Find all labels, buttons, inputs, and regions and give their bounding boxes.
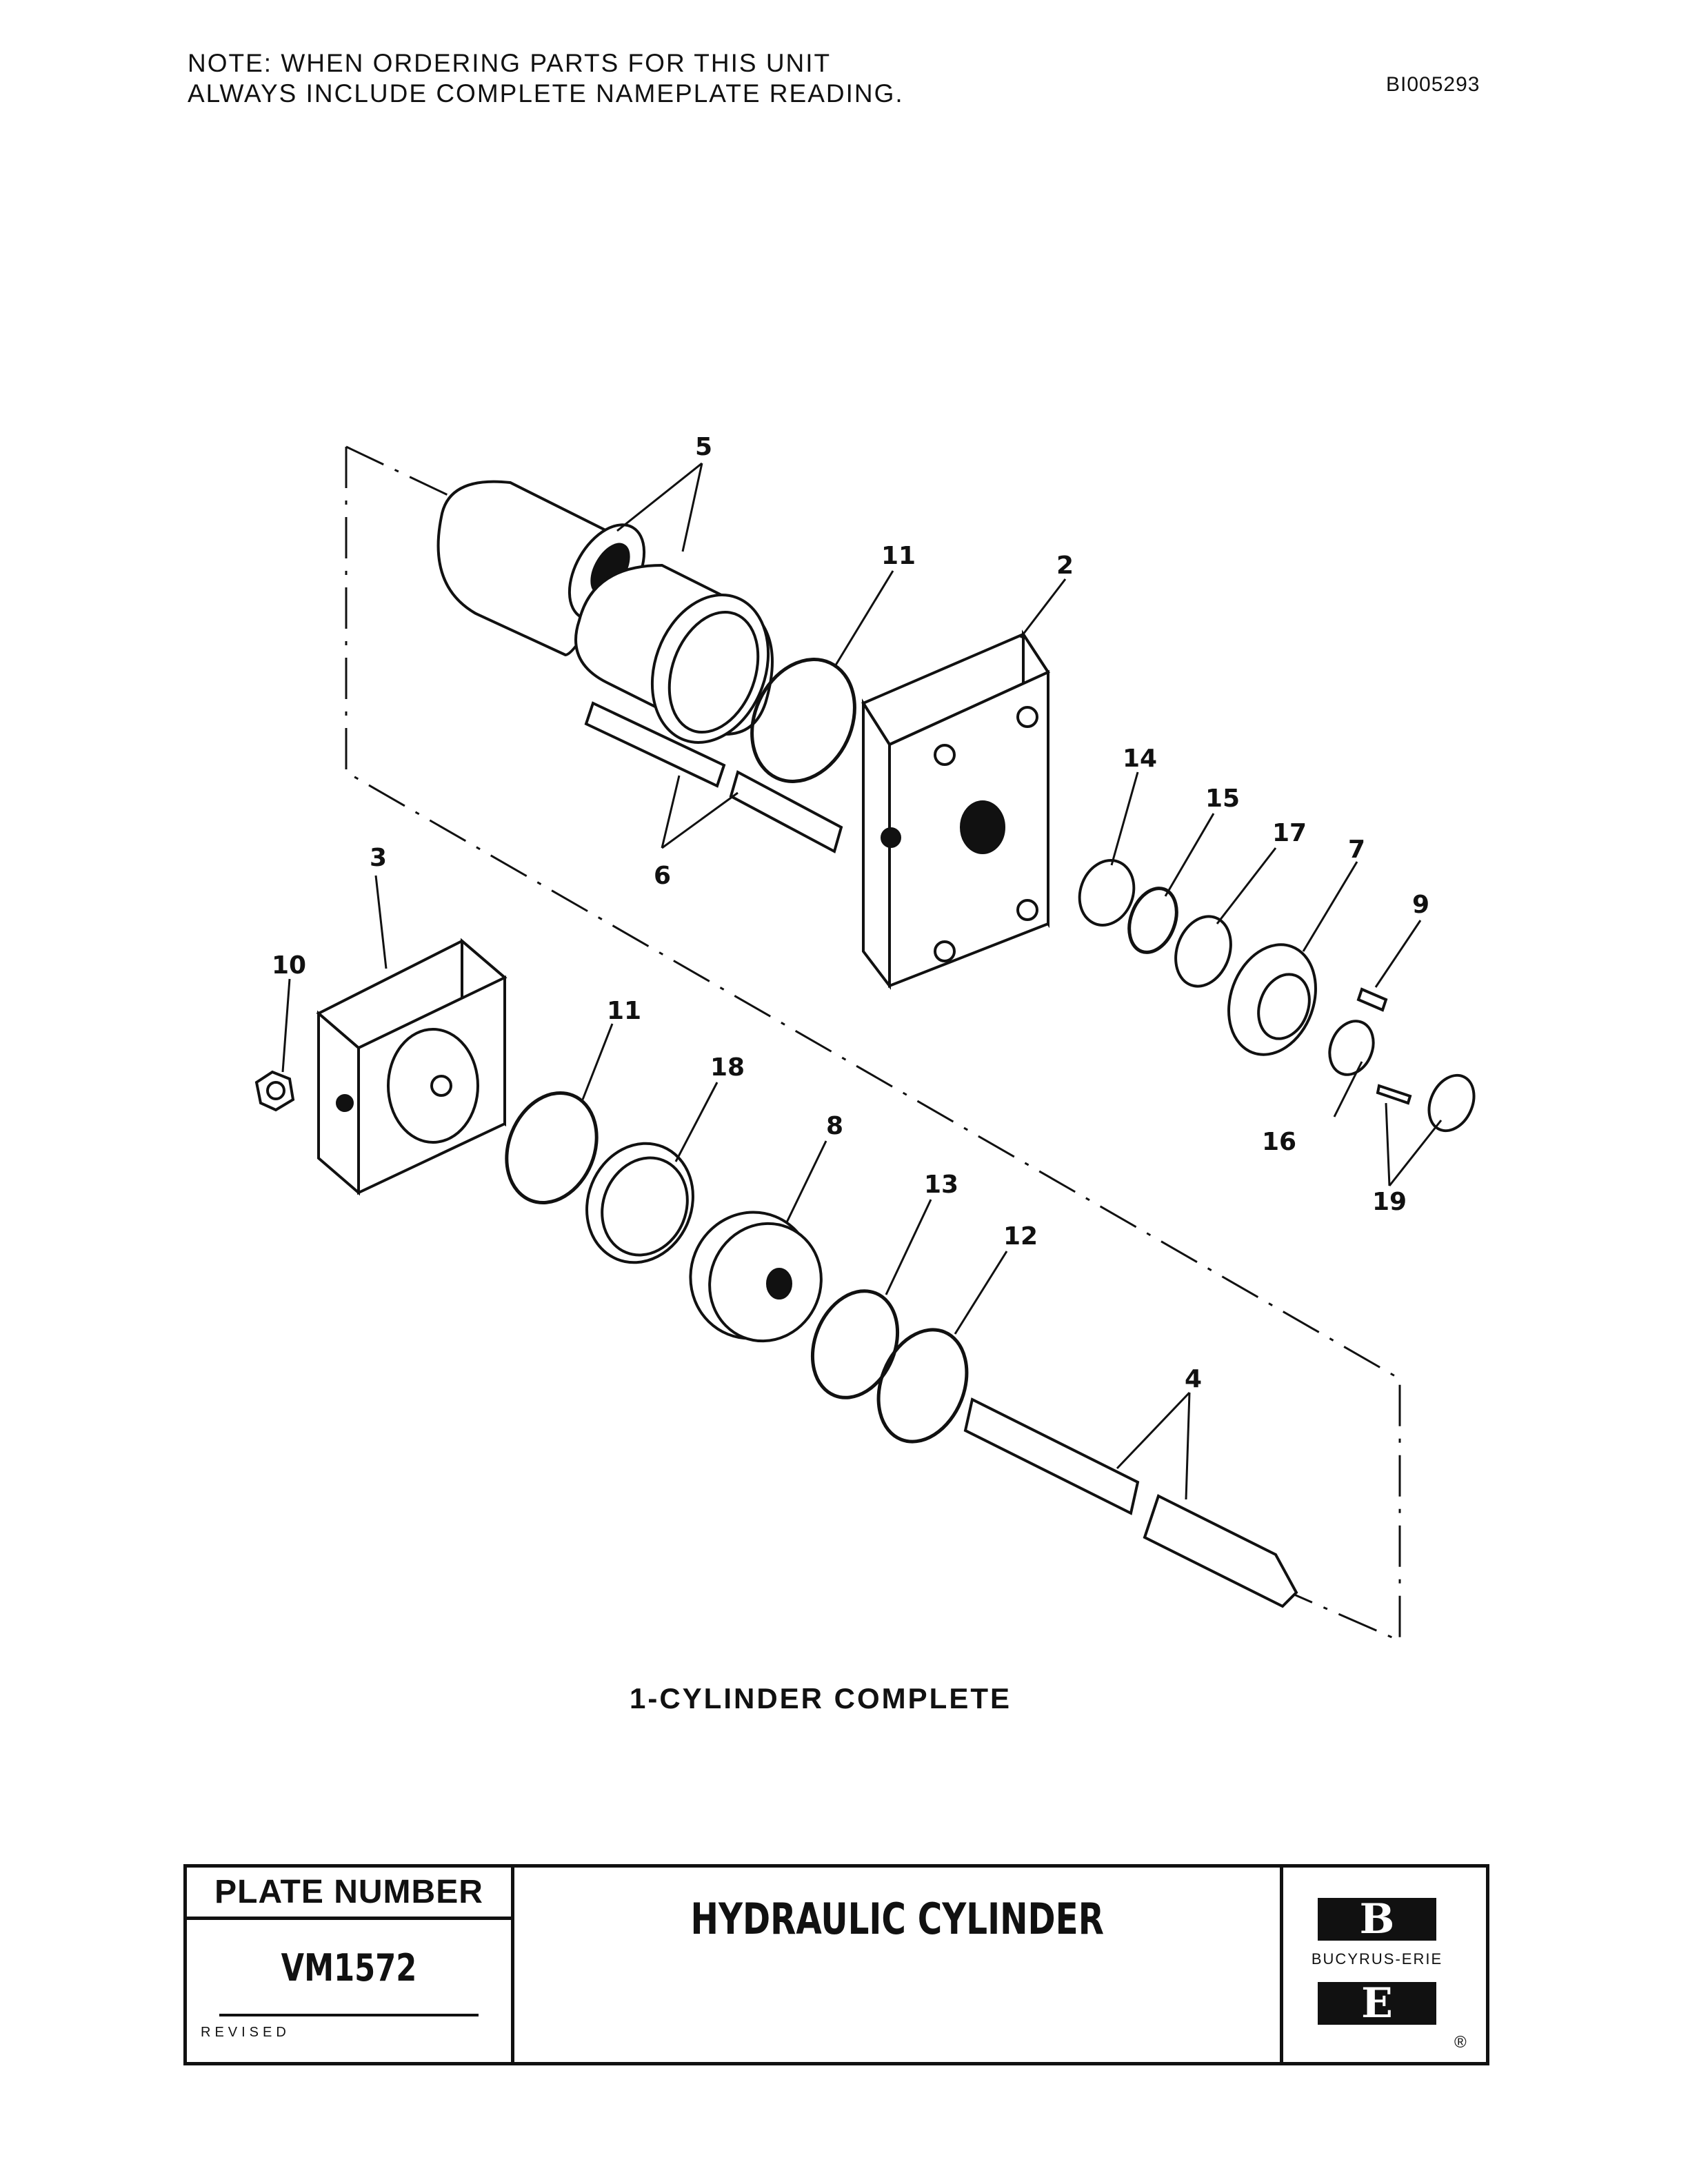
part-19-lock-nut-and-screw [1376, 1073, 1476, 1133]
revised-label: REVISED [201, 2025, 290, 2040]
label-part-13: 13 [924, 1171, 958, 1199]
label-part-7: 7 [1348, 836, 1365, 864]
label-part-12: 12 [1003, 1222, 1038, 1251]
drawing-title: HYDRAULIC CYLINDER [514, 1868, 1283, 2062]
part-2-cap-end-block [861, 629, 1050, 990]
label-part-14: 14 [1123, 745, 1157, 773]
label-part-10: 10 [272, 951, 306, 980]
ordering-note: NOTE: WHEN ORDERING PARTS FOR THIS UNIT … [188, 48, 904, 109]
label-part-11-lower: 11 [607, 997, 641, 1025]
logo-company-name: BUCYRUS-ERIE [1311, 1950, 1443, 1968]
part-15-ring [1127, 887, 1178, 954]
exploded-view-diagram: 5 11 2 14 15 17 7 9 6 3 10 11 18 8 13 12… [254, 433, 1476, 1643]
label-part-2: 2 [1056, 552, 1074, 580]
note-line-2: ALWAYS INCLUDE COMPLETE NAMEPLATE READIN… [188, 79, 904, 108]
plate-number-value: VM1572 [219, 1920, 479, 2016]
company-logo: B BUCYRUS-ERIE E ® [1283, 1868, 1486, 2062]
label-part-9: 9 [1412, 891, 1429, 919]
part-16-wiper [1328, 1020, 1375, 1076]
label-part-19: 19 [1372, 1188, 1407, 1216]
plate-number-panel: PLATE NUMBER VM1572 REVISED [187, 1868, 514, 2062]
plate-number-label: PLATE NUMBER [187, 1868, 511, 1920]
part-6-tie-rods [584, 701, 843, 853]
label-part-6: 6 [654, 862, 671, 890]
label-part-17: 17 [1272, 819, 1307, 847]
part-18-wear-ring [585, 1142, 694, 1264]
part-3-head-end-block [316, 938, 508, 1196]
logo-e-block: E [1318, 1982, 1436, 2025]
part-17-seal [1174, 915, 1232, 988]
label-part-8: 8 [826, 1112, 843, 1140]
document-id: BI005293 [1386, 73, 1480, 96]
label-part-3: 3 [370, 844, 387, 872]
part-11-o-ring-upper [750, 658, 856, 783]
part-14-bushing [1078, 859, 1136, 927]
note-line-1: NOTE: WHEN ORDERING PARTS FOR THIS UNIT [188, 49, 832, 77]
part-10-nut [254, 1070, 295, 1112]
part-13-seal-ring [810, 1289, 900, 1399]
part-4-piston-rod [963, 1397, 1298, 1608]
registered-mark: ® [1454, 2033, 1467, 2052]
logo-b-block: B [1318, 1898, 1436, 1941]
label-part-11-upper: 11 [881, 542, 916, 570]
part-7-gland [1227, 943, 1317, 1056]
diagram-caption: 1-CYLINDER COMPLETE [629, 1682, 1012, 1715]
part-9-screw [1356, 987, 1388, 1012]
part-5-cylinder-tube [436, 480, 774, 744]
part-12-o-ring [876, 1328, 969, 1444]
leader-lines [281, 462, 1443, 1500]
label-part-15: 15 [1205, 785, 1240, 813]
label-part-18: 18 [710, 1053, 745, 1082]
part-8-piston [689, 1211, 823, 1343]
title-block: PLATE NUMBER VM1572 REVISED HYDRAULIC CY… [183, 1864, 1489, 2065]
label-part-5: 5 [695, 433, 712, 461]
part-11-o-ring-lower [505, 1091, 599, 1204]
label-part-4: 4 [1185, 1365, 1202, 1393]
label-part-16: 16 [1262, 1128, 1296, 1156]
